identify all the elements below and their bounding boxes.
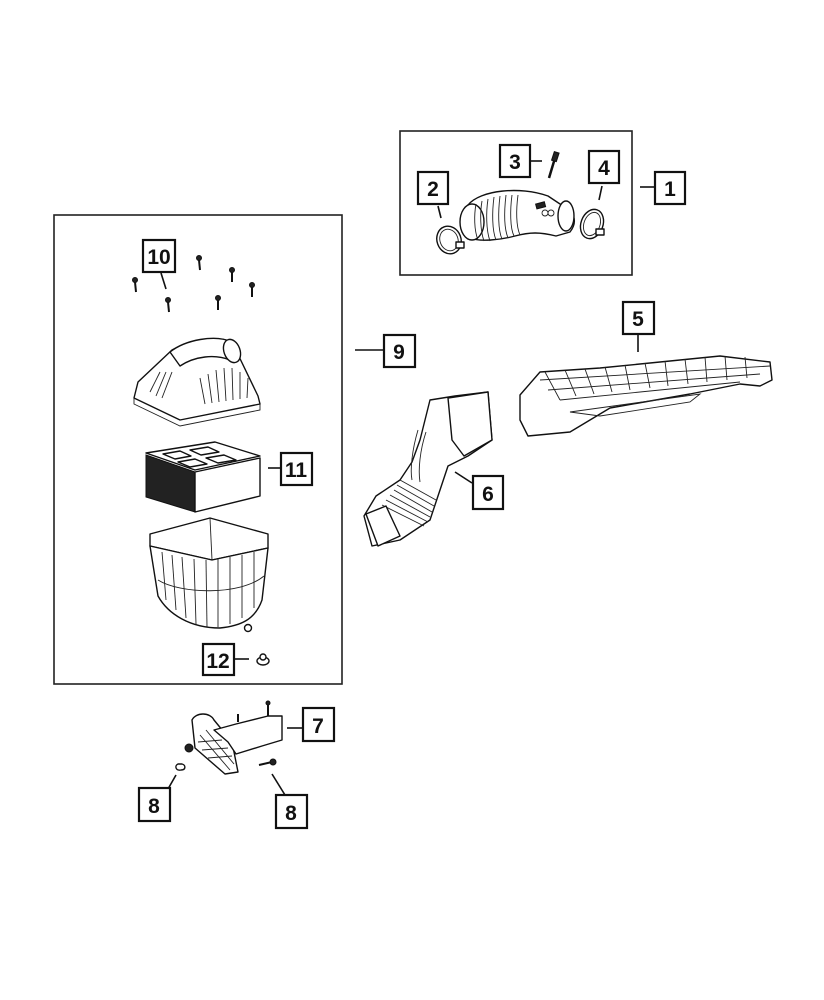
callout-11[interactable]: 11 <box>268 451 314 487</box>
clamp-2-part <box>436 225 465 255</box>
callout-8-right[interactable]: 8 <box>271 773 309 830</box>
clamp-4-part <box>579 208 605 240</box>
inlet-tube-part <box>363 391 493 547</box>
bolt-8-part <box>258 758 277 766</box>
air-cleaner-housing-part <box>149 517 269 633</box>
callout-12[interactable]: 12 <box>201 642 249 677</box>
grommet-12-part <box>256 653 270 666</box>
callout-10[interactable]: 10 <box>141 238 177 290</box>
nut-8-part <box>175 743 194 771</box>
callout-6[interactable]: 6 <box>454 471 505 511</box>
air-cleaner-lid-part <box>133 337 261 427</box>
callout-9[interactable]: 9 <box>355 333 417 369</box>
callout-3[interactable]: 3 <box>498 143 542 179</box>
air-filter-part <box>145 441 261 513</box>
inlet-duct-part <box>519 355 773 437</box>
bracket-7-part <box>191 700 283 775</box>
callout-7-label: 7 <box>312 715 324 738</box>
callout-2-label: 2 <box>427 178 439 201</box>
air-cleaner-frame <box>53 214 343 685</box>
callout-12-label: 12 <box>206 650 229 673</box>
screws-10-part <box>132 255 255 313</box>
callout-5-label: 5 <box>632 308 644 331</box>
callout-8-left-label: 8 <box>148 795 160 818</box>
callout-1[interactable]: 1 <box>640 170 687 206</box>
callout-4-label: 4 <box>598 157 610 180</box>
kit-1-frame <box>399 130 633 276</box>
callout-11-label: 11 <box>285 459 308 482</box>
callout-10-label: 10 <box>147 246 170 269</box>
callout-6-label: 6 <box>482 483 494 506</box>
callout-4[interactable]: 4 <box>587 149 621 201</box>
callout-3-label: 3 <box>509 151 521 174</box>
callout-9-label: 9 <box>393 341 405 364</box>
screw-3-part <box>547 150 560 179</box>
callout-8-left[interactable]: 8 <box>137 774 177 823</box>
callout-5[interactable]: 5 <box>621 300 656 352</box>
callout-8-right-label: 8 <box>285 802 297 825</box>
callout-1-label: 1 <box>664 178 676 201</box>
callout-2[interactable]: 2 <box>416 170 450 219</box>
callout-7[interactable]: 7 <box>287 706 336 743</box>
inlet-hose-part <box>459 189 576 242</box>
